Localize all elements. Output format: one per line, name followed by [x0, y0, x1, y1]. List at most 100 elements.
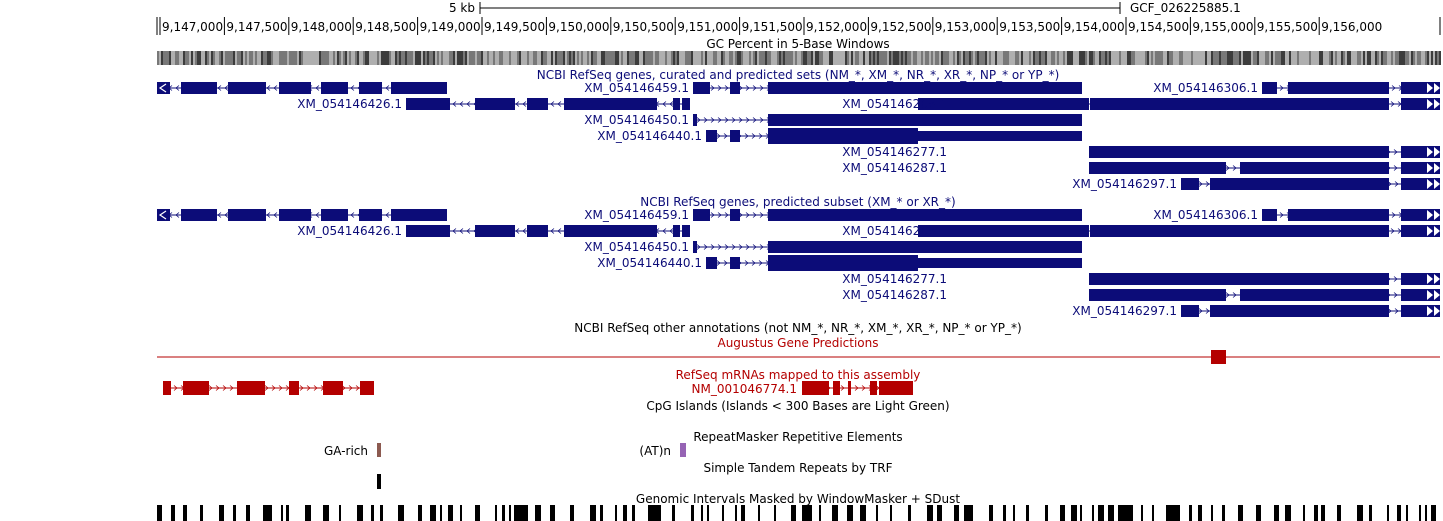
gene-model[interactable]: XM_054146426.1 — [297, 97, 690, 111]
mrna-exon[interactable] — [323, 381, 343, 395]
gene-model[interactable]: XM_054146287.1 — [842, 288, 1440, 302]
gene-model[interactable]: XM_054146268.1 — [842, 97, 1440, 111]
gene-exon[interactable] — [1210, 178, 1389, 190]
gene-label[interactable]: XM_054146440.1 — [597, 129, 702, 143]
gene-label[interactable]: XM_054146440.1 — [597, 256, 702, 270]
gene-model[interactable]: XM_054146459.1 — [584, 81, 1082, 95]
gene-exon[interactable] — [1401, 178, 1440, 190]
gene-exon[interactable] — [391, 82, 447, 94]
gene-exon[interactable] — [682, 225, 690, 237]
gene-exon[interactable] — [918, 98, 1089, 110]
gene-model[interactable] — [157, 82, 447, 94]
gene-exon[interactable] — [321, 209, 348, 221]
gene-exon[interactable] — [181, 209, 217, 221]
gene-exon[interactable] — [564, 98, 657, 110]
gene-exon[interactable] — [181, 82, 217, 94]
gene-exon[interactable] — [475, 225, 515, 237]
gene-exon[interactable] — [1401, 225, 1440, 237]
mrna-alignment[interactable] — [163, 381, 374, 395]
gene-exon[interactable] — [1089, 273, 1389, 285]
gene-exon[interactable] — [918, 225, 1089, 237]
gene-model[interactable]: XM_054146450.1 — [584, 113, 1082, 127]
gene-exon[interactable] — [1288, 82, 1389, 94]
gene-exon[interactable] — [527, 225, 548, 237]
gene-model[interactable]: XM_054146306.1 — [1153, 208, 1440, 222]
mrna-exon[interactable] — [163, 381, 171, 395]
gene-exon[interactable] — [1401, 162, 1440, 174]
gene-model[interactable]: XM_054146306.1 — [1153, 81, 1440, 95]
gene-model[interactable]: XM_054146277.1 — [842, 272, 1440, 286]
trf-track[interactable]: Simple Tandem Repeats by TRF — [377, 461, 893, 489]
refseq-predicted-genes[interactable]: XM_054146459.1 XM_054146306.1XM_054146426… — [157, 208, 1440, 318]
gene-exon[interactable] — [406, 98, 450, 110]
gene-exon[interactable] — [706, 130, 717, 142]
refseq-predicted-track[interactable]: NCBI RefSeq genes, predicted subset (XM_… — [157, 195, 1440, 318]
gene-exon[interactable] — [768, 241, 1082, 253]
trf-element[interactable] — [377, 474, 381, 489]
mrna-exon[interactable] — [802, 381, 829, 395]
gene-exon[interactable] — [693, 241, 697, 253]
gene-model[interactable]: XM_054146268.1 — [842, 224, 1440, 238]
gene-label[interactable]: XM_054146287.1 — [842, 288, 947, 302]
gene-exon[interactable] — [706, 257, 717, 269]
gene-model[interactable] — [157, 209, 447, 221]
gene-exon[interactable] — [157, 209, 170, 221]
gene-label[interactable]: XM_054146277.1 — [842, 272, 947, 286]
gene-exon[interactable] — [1262, 82, 1277, 94]
gene-exon[interactable] — [768, 82, 1082, 94]
refseq-mrna-track[interactable]: RefSeq mRNAs mapped to this assembly NM_… — [163, 368, 920, 396]
gene-exon[interactable] — [673, 225, 680, 237]
repeat-at-n-element[interactable] — [680, 443, 686, 457]
gene-exon[interactable] — [321, 82, 348, 94]
gene-exon[interactable] — [1210, 305, 1389, 317]
gene-exon[interactable] — [1090, 225, 1389, 237]
gene-label[interactable]: XM_054146450.1 — [584, 113, 689, 127]
gene-label[interactable]: XM_054146459.1 — [584, 81, 689, 95]
gene-model[interactable]: XM_054146440.1 — [597, 255, 1082, 271]
gene-exon[interactable] — [1089, 162, 1226, 174]
gene-exon[interactable] — [730, 82, 740, 94]
gene-exon[interactable] — [1240, 289, 1389, 301]
mrna-exon[interactable] — [879, 381, 913, 395]
augustus-exon[interactable] — [1211, 350, 1226, 364]
gene-exon[interactable] — [406, 225, 450, 237]
gene-model[interactable]: XM_054146426.1 — [297, 224, 690, 238]
gene-exon[interactable] — [918, 258, 1082, 268]
gene-exon[interactable] — [730, 209, 740, 221]
gene-label[interactable]: XM_054146306.1 — [1153, 208, 1258, 222]
mrna-exon[interactable] — [289, 381, 299, 395]
gene-label[interactable]: XM_054146268.1 — [842, 97, 947, 111]
gene-exon[interactable] — [1401, 209, 1440, 221]
gene-exon[interactable] — [359, 82, 382, 94]
gene-exon[interactable] — [1401, 305, 1440, 317]
gene-exon[interactable] — [1090, 98, 1389, 110]
gene-exon[interactable] — [228, 209, 266, 221]
gene-exon[interactable] — [730, 257, 740, 269]
gene-exon[interactable] — [1240, 162, 1389, 174]
gene-exon[interactable] — [1401, 289, 1440, 301]
refseq-mrna-item-label[interactable]: NM_001046774.1 — [692, 382, 798, 396]
mrna-exon[interactable] — [183, 381, 209, 395]
gene-exon[interactable] — [391, 209, 447, 221]
gene-label[interactable]: XM_054146297.1 — [1072, 304, 1177, 318]
gene-model[interactable]: XM_054146297.1 — [1072, 177, 1440, 191]
gene-exon[interactable] — [682, 98, 690, 110]
gene-label[interactable]: XM_054146287.1 — [842, 161, 947, 175]
gene-model[interactable]: XM_054146459.1 — [584, 208, 1082, 222]
gene-exon[interactable] — [693, 114, 697, 126]
gene-exon[interactable] — [1401, 82, 1440, 94]
mrna-exon[interactable] — [237, 381, 265, 395]
gene-model[interactable]: XM_054146440.1 — [597, 128, 1082, 144]
mrna-exon[interactable] — [848, 381, 851, 395]
gene-model[interactable]: XM_054146287.1 — [842, 161, 1440, 175]
gene-exon[interactable] — [1288, 209, 1389, 221]
mrna-exon[interactable] — [870, 381, 877, 395]
refseq-all-track[interactable]: NCBI RefSeq genes, curated and predicted… — [157, 68, 1440, 191]
gene-exon[interactable] — [1262, 209, 1277, 221]
gene-exon[interactable] — [768, 255, 918, 271]
repeatmasker-track[interactable]: RepeatMasker Repetitive Elements GA-rich… — [324, 430, 903, 458]
mrna-exon[interactable] — [360, 381, 374, 395]
gene-exon[interactable] — [1181, 178, 1199, 190]
refseq-mrna-features[interactable] — [163, 381, 913, 395]
gene-exon[interactable] — [918, 131, 1082, 141]
